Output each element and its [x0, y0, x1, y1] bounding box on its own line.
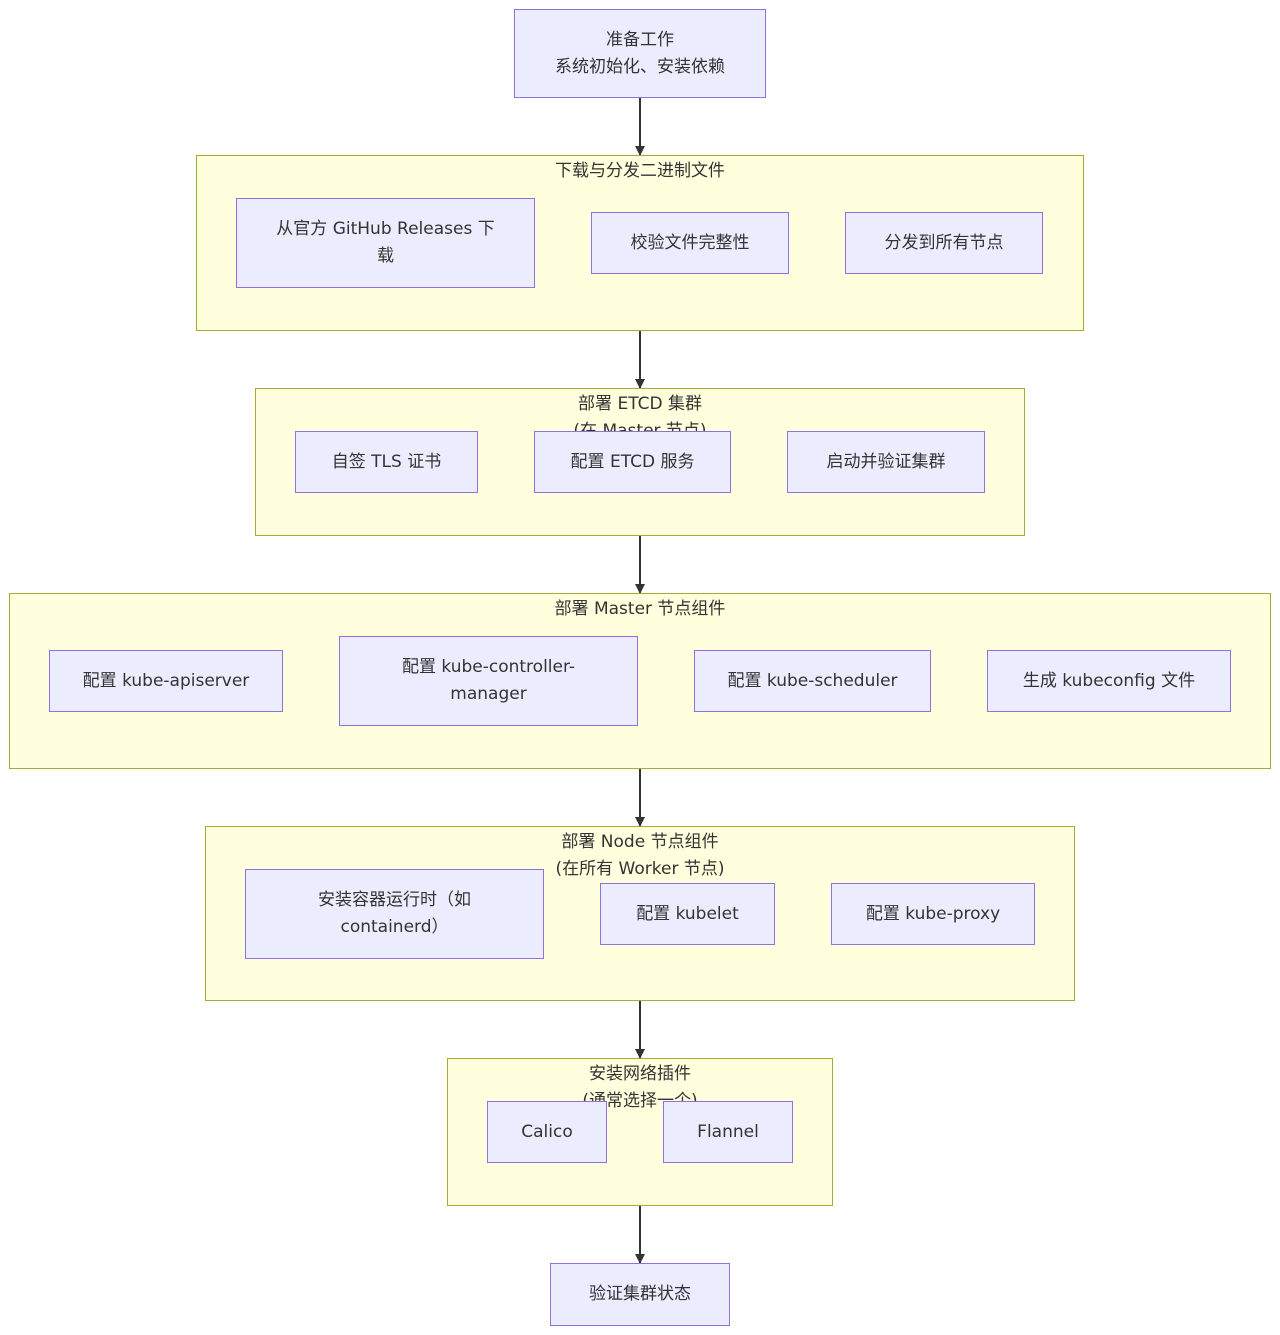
download-from-github-node: 从官方 GitHub Releases 下 载 [236, 198, 535, 288]
start-verify-etcd-label: 启动并验证集群 [826, 451, 946, 472]
configure-etcd-label: 配置 ETCD 服务 [570, 451, 695, 472]
calico-node: Calico [487, 1101, 607, 1163]
kube-apiserver-node: 配置 kube-apiserver [49, 650, 283, 712]
kubelet-node: 配置 kubelet [600, 883, 775, 945]
master-cluster-title: 部署 Master 节点组件 [554, 599, 726, 619]
kube-proxy-node: 配置 kube-proxy [831, 883, 1035, 945]
kube-scheduler-node: 配置 kube-scheduler [694, 650, 931, 712]
download-cluster-title: 下载与分发二进制文件 [555, 161, 725, 181]
flannel-node: Flannel [663, 1101, 793, 1163]
self-signed-tls-label: 自签 TLS 证书 [331, 451, 442, 472]
worker-node-cluster-title: 部署 Node 节点组件 (在所有 Worker 节点) [555, 832, 725, 879]
prepare-node: 准备工作 系统初始化、安装依赖 [514, 9, 766, 98]
container-runtime-label: 安装容器运行时（如 containerd） [318, 890, 471, 937]
kube-controller-manager-node: 配置 kube-controller- manager [339, 636, 638, 726]
kube-apiserver-label: 配置 kube-apiserver [82, 670, 250, 691]
download-from-github-label: 从官方 GitHub Releases 下 载 [276, 219, 495, 266]
configure-etcd-node: 配置 ETCD 服务 [534, 431, 731, 493]
kubeconfig-label: 生成 kubeconfig 文件 [1022, 670, 1196, 691]
verify-cluster-node: 验证集群状态 [550, 1263, 730, 1326]
flannel-label: Flannel [697, 1121, 759, 1142]
kube-controller-manager-label: 配置 kube-controller- manager [401, 657, 576, 704]
verify-cluster-label: 验证集群状态 [589, 1284, 691, 1304]
self-signed-tls-node: 自签 TLS 证书 [295, 431, 478, 493]
kube-proxy-label: 配置 kube-proxy [865, 903, 1001, 924]
distribute-node: 分发到所有节点 [845, 212, 1043, 274]
prepare-node-label: 准备工作 系统初始化、安装依赖 [555, 29, 725, 77]
kubeconfig-node: 生成 kubeconfig 文件 [987, 650, 1231, 712]
verify-checksum-node: 校验文件完整性 [591, 212, 789, 274]
container-runtime-node: 安装容器运行时（如 containerd） [245, 869, 544, 959]
kubelet-label: 配置 kubelet [636, 903, 739, 924]
distribute-label: 分发到所有节点 [884, 232, 1004, 253]
kube-scheduler-label: 配置 kube-scheduler [727, 670, 898, 691]
start-verify-etcd-node: 启动并验证集群 [787, 431, 985, 493]
calico-label: Calico [521, 1121, 573, 1142]
verify-checksum-label: 校验文件完整性 [630, 232, 750, 253]
